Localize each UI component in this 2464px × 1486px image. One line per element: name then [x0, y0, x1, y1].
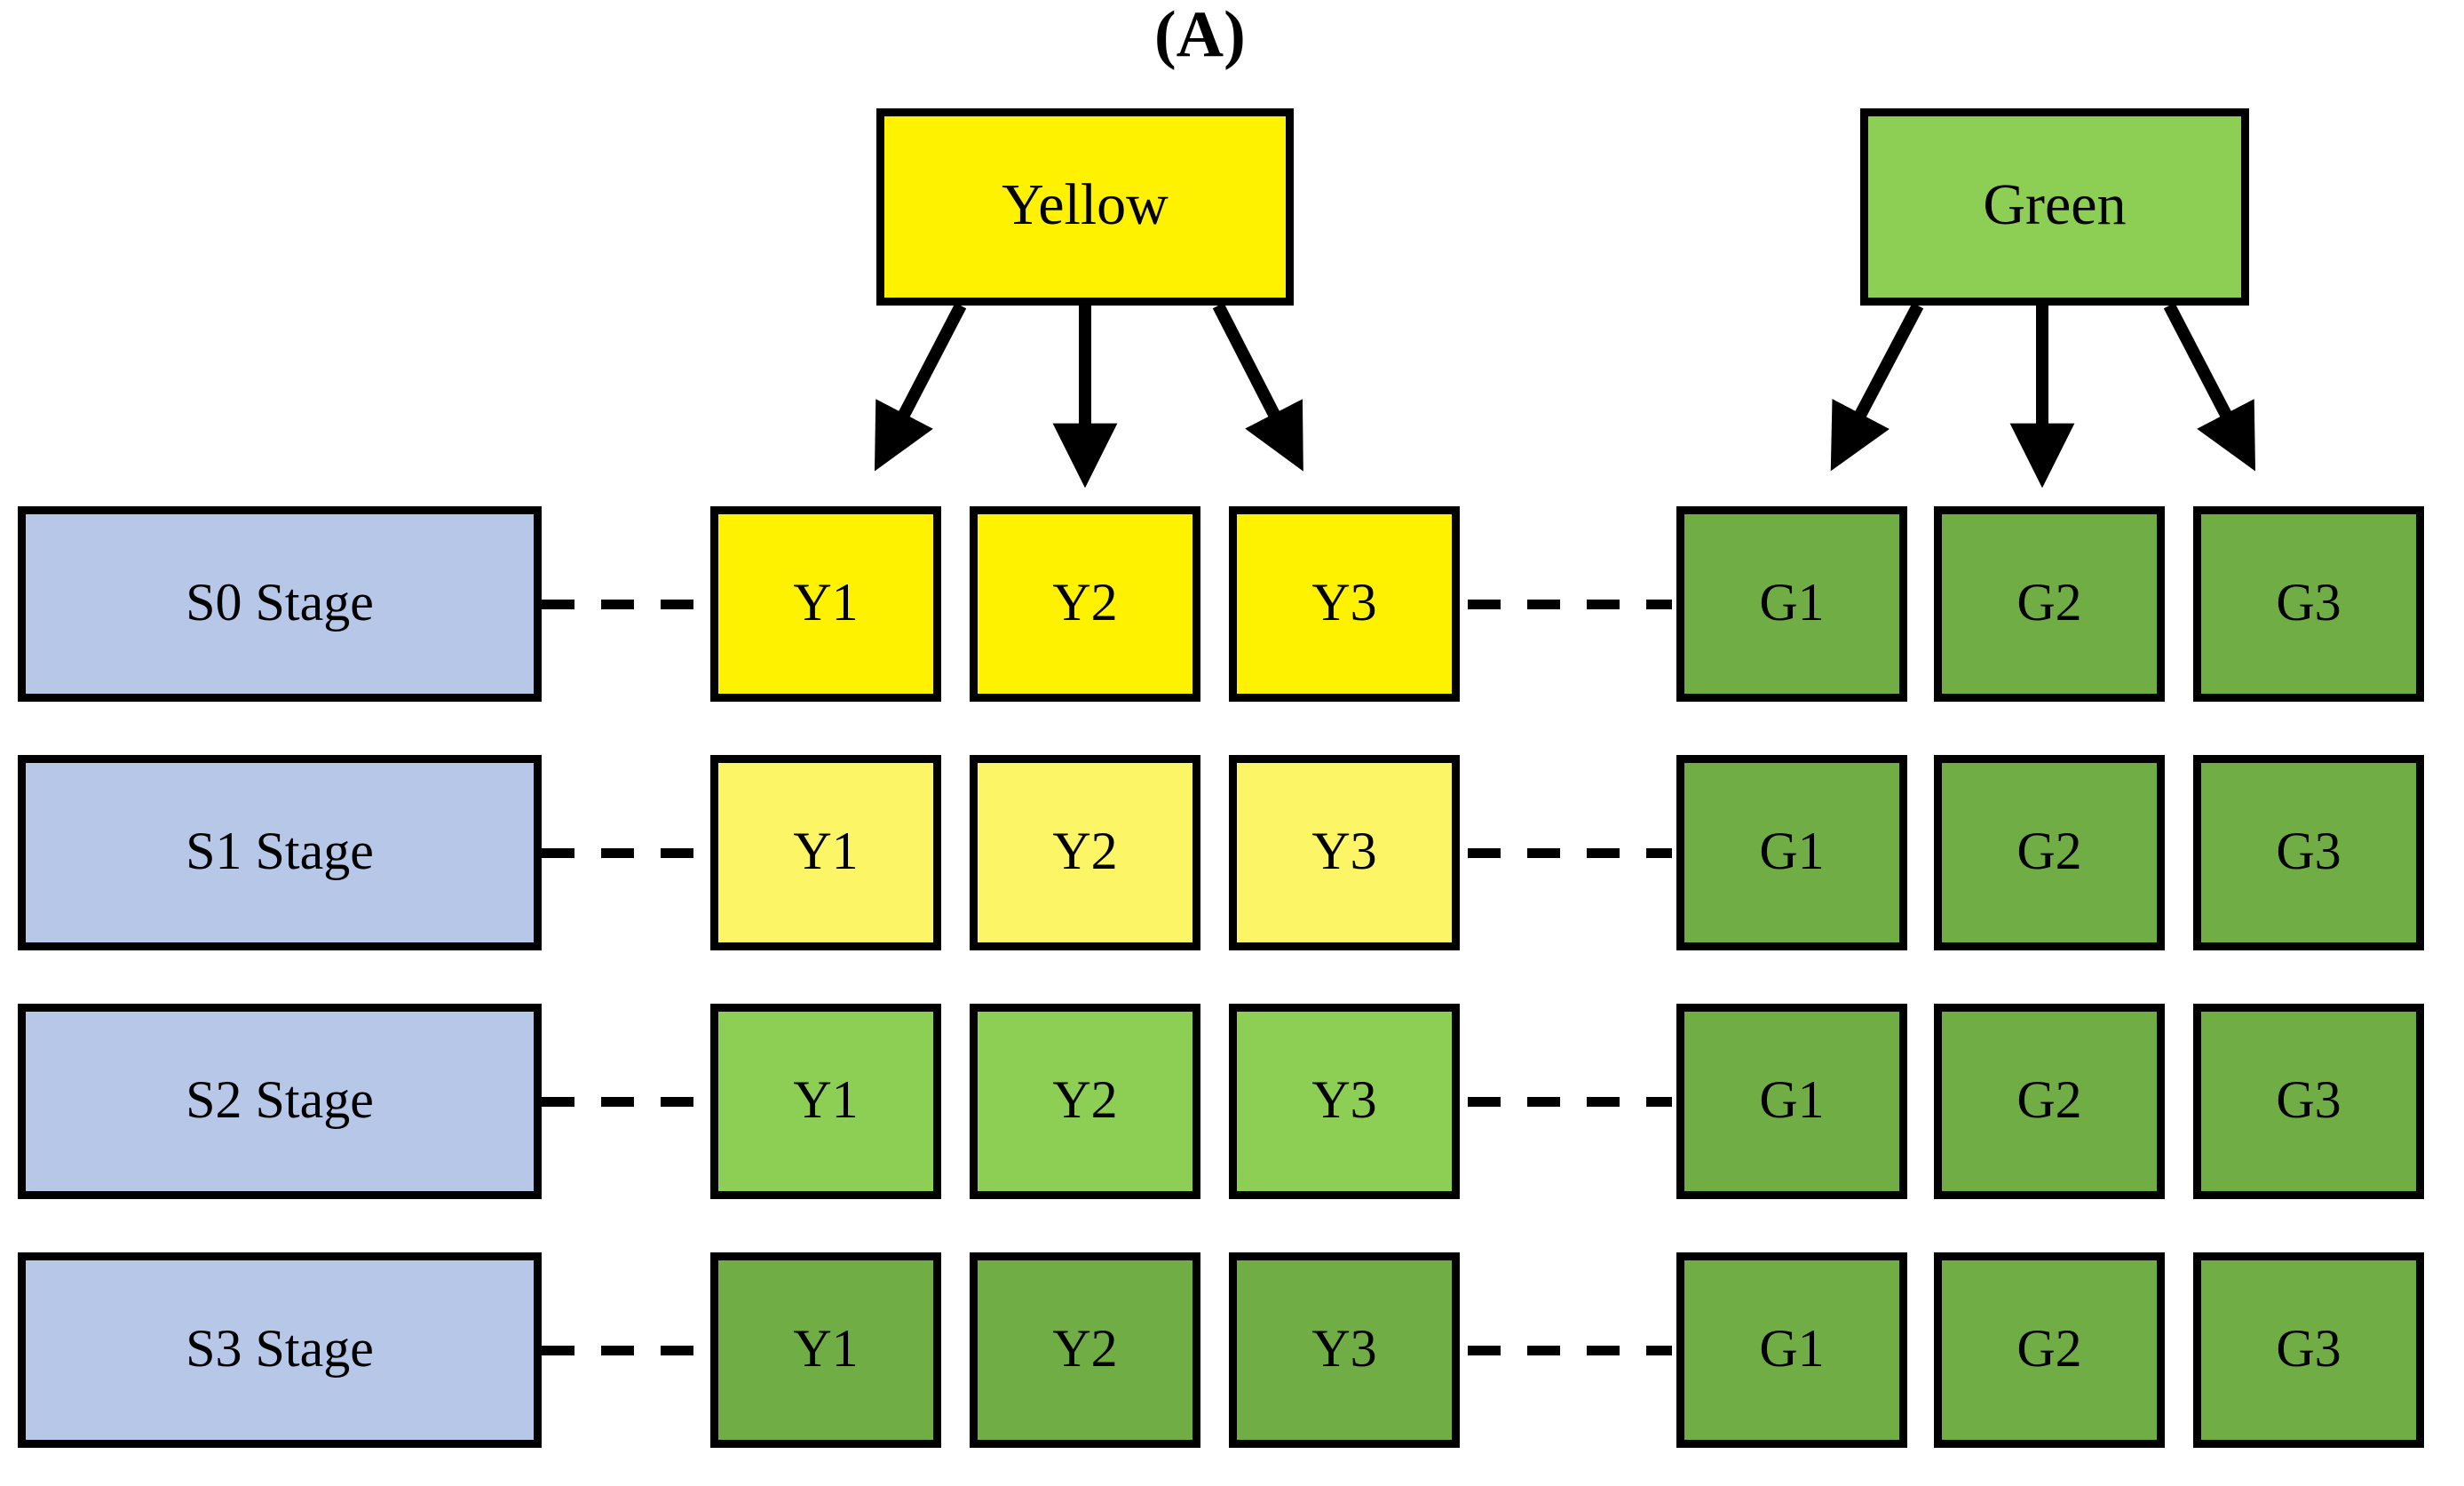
stage-box-s0-label: S0 Stage [186, 573, 374, 632]
cell-s1-g2-label: G2 [2016, 822, 2082, 880]
cell-s2-g2-label: G2 [2016, 1070, 2082, 1129]
arrow-green-to-g3 [2163, 302, 2256, 472]
cell-s0-y2-label: Y2 [1052, 573, 1118, 632]
connector-s2-to-yellow [542, 1097, 710, 1107]
cell-s0-y3[interactable]: Y3 [1229, 506, 1460, 702]
cell-s2-y1[interactable]: Y1 [710, 1004, 941, 1199]
cell-s1-y3[interactable]: Y3 [1229, 755, 1460, 950]
source-box-green-label: Green [1983, 172, 2127, 237]
cell-s0-g3-label: G3 [2276, 573, 2341, 632]
source-box-yellow-label: Yellow [1002, 172, 1169, 237]
cell-s0-g2[interactable]: G2 [1934, 506, 2165, 702]
connector-s1-yellow-to-green [1468, 848, 1672, 858]
stage-box-s3[interactable]: S3 Stage [18, 1252, 542, 1448]
cell-s3-g1-label: G1 [1759, 1319, 1825, 1378]
connector-s3-yellow-to-green [1468, 1346, 1672, 1355]
panel-label: (A) [1154, 0, 1246, 71]
cell-s0-g2-label: G2 [2016, 573, 2082, 632]
cell-s2-g1[interactable]: G1 [1676, 1004, 1907, 1199]
connector-s0-to-yellow [542, 600, 710, 609]
cell-s2-g1-label: G1 [1759, 1070, 1825, 1129]
arrow-yellow-to-y1 [874, 302, 967, 472]
cell-s3-g2[interactable]: G2 [1934, 1252, 2165, 1448]
arrow-yellow-to-y3 [1212, 302, 1303, 472]
cell-s2-y1-label: Y1 [793, 1070, 859, 1129]
cell-s1-g3-label: G3 [2276, 822, 2341, 880]
cell-s3-y2[interactable]: Y2 [970, 1252, 1200, 1448]
cell-s2-y2-label: Y2 [1052, 1070, 1118, 1129]
cell-s3-y1[interactable]: Y1 [710, 1252, 941, 1448]
cell-s0-y3-label: Y3 [1311, 573, 1377, 632]
cell-s1-y2[interactable]: Y2 [970, 755, 1200, 950]
cell-s2-g3-label: G3 [2276, 1070, 2341, 1129]
arrow-green-to-g1 [1830, 302, 1924, 472]
stage-box-s1[interactable]: S1 Stage [18, 755, 542, 950]
cell-s1-y2-label: Y2 [1052, 822, 1118, 880]
stage-box-s2[interactable]: S2 Stage [18, 1004, 542, 1199]
source-box-yellow[interactable]: Yellow [876, 108, 1294, 306]
cell-s1-y1-label: Y1 [793, 822, 859, 880]
connector-s2-yellow-to-green [1468, 1097, 1672, 1107]
cell-s2-y2[interactable]: Y2 [970, 1004, 1200, 1199]
connector-s0-yellow-to-green [1468, 600, 1672, 609]
cell-s1-g1[interactable]: G1 [1676, 755, 1907, 950]
cell-s3-y3-label: Y3 [1311, 1319, 1377, 1378]
cell-s3-g3-label: G3 [2276, 1319, 2341, 1378]
connector-s1-to-yellow [542, 848, 710, 858]
stage-box-s2-label: S2 Stage [186, 1070, 374, 1129]
cell-s1-g1-label: G1 [1759, 822, 1825, 880]
cell-s0-g3[interactable]: G3 [2193, 506, 2424, 702]
source-box-green[interactable]: Green [1860, 108, 2249, 306]
cell-s2-y3[interactable]: Y3 [1229, 1004, 1460, 1199]
cell-s1-g3[interactable]: G3 [2193, 755, 2424, 950]
stage-box-s1-label: S1 Stage [186, 822, 374, 880]
cell-s1-g2[interactable]: G2 [1934, 755, 2165, 950]
cell-s3-g1[interactable]: G1 [1676, 1252, 1907, 1448]
stage-box-s3-label: S3 Stage [186, 1319, 374, 1378]
cell-s2-g2[interactable]: G2 [1934, 1004, 2165, 1199]
cell-s1-y3-label: Y3 [1311, 822, 1377, 880]
cell-s3-g2-label: G2 [2016, 1319, 2082, 1378]
cell-s3-y1-label: Y1 [793, 1319, 859, 1378]
cell-s0-y1-label: Y1 [793, 573, 859, 632]
cell-s2-g3[interactable]: G3 [2193, 1004, 2424, 1199]
cell-s2-y3-label: Y3 [1311, 1070, 1377, 1129]
cell-s3-y2-label: Y2 [1052, 1319, 1118, 1378]
stage-box-s0[interactable]: S0 Stage [18, 506, 542, 702]
cell-s0-y1[interactable]: Y1 [710, 506, 941, 702]
cell-s0-y2[interactable]: Y2 [970, 506, 1200, 702]
connector-s3-to-yellow [542, 1346, 710, 1355]
cell-s0-g1[interactable]: G1 [1676, 506, 1907, 702]
cell-s3-y3[interactable]: Y3 [1229, 1252, 1460, 1448]
cell-s3-g3[interactable]: G3 [2193, 1252, 2424, 1448]
cell-s1-y1[interactable]: Y1 [710, 755, 941, 950]
cell-s0-g1-label: G1 [1759, 573, 1825, 632]
